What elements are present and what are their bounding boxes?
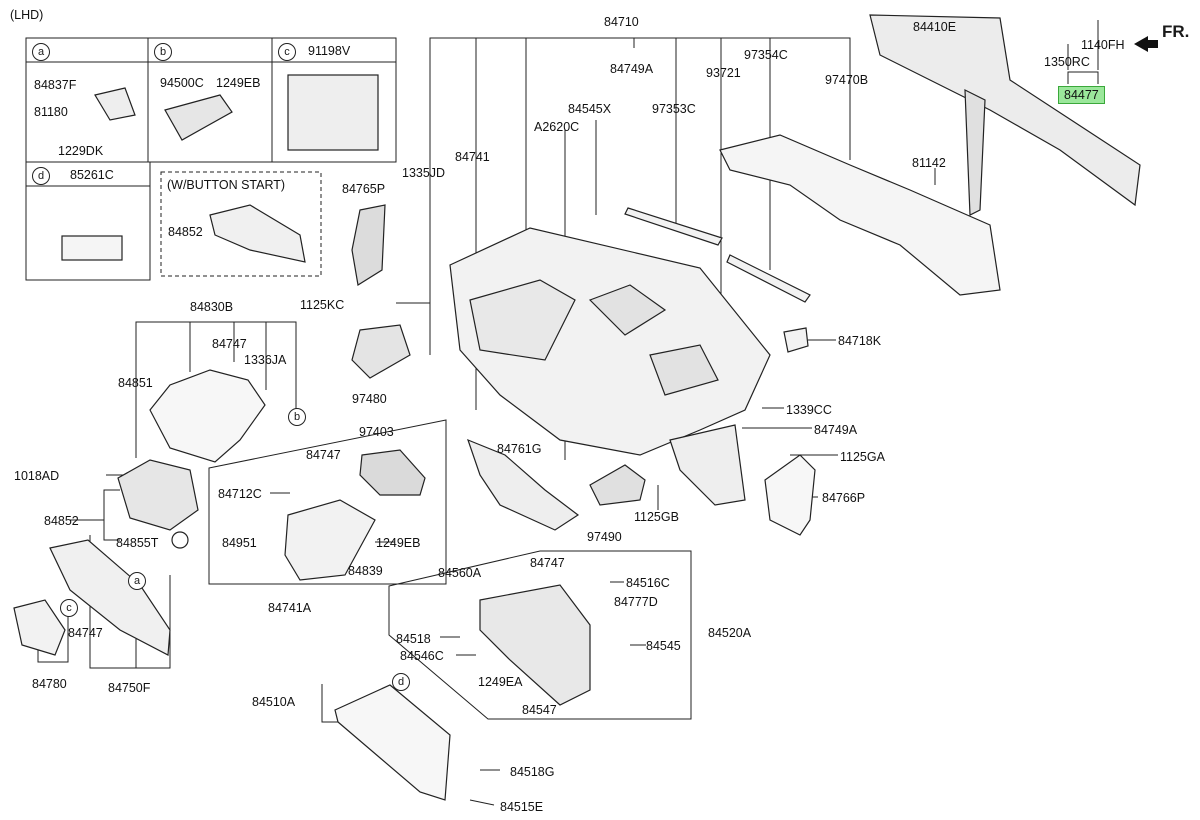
callout-84780[interactable]: 84780 xyxy=(32,677,67,691)
callout-1125KC[interactable]: 1125KC xyxy=(300,298,345,312)
callout-84747-fascia[interactable]: 84747 xyxy=(306,448,341,462)
callout-84718K[interactable]: 84718K xyxy=(838,334,882,348)
callout-84750F[interactable]: 84750F xyxy=(108,681,151,695)
callout-1336JA[interactable]: 1336JA xyxy=(244,353,287,367)
callout-84761G[interactable]: 84761G xyxy=(497,442,542,456)
callout-97490[interactable]: 97490 xyxy=(587,530,622,544)
callout-84747-cluster[interactable]: 84747 xyxy=(212,337,247,351)
callout-1125GB[interactable]: 1125GB xyxy=(634,510,679,524)
legend-c-part[interactable]: 91198V xyxy=(308,44,351,58)
callout-84545X[interactable]: 84545X xyxy=(568,102,612,116)
callout-1339CC[interactable]: 1339CC xyxy=(786,403,832,417)
callout-1140FH[interactable]: 1140FH xyxy=(1081,38,1125,52)
callout-84830B[interactable]: 84830B xyxy=(190,300,234,314)
callout-84515E[interactable]: 84515E xyxy=(500,800,544,814)
legend-a-part-3[interactable]: 1229DK xyxy=(58,144,104,158)
ref-marker-b: b xyxy=(288,408,306,426)
callout-97353C[interactable]: 97353C xyxy=(652,102,696,116)
legend-b-part-1[interactable]: 94500C xyxy=(160,76,204,90)
callout-97480[interactable]: 97480 xyxy=(352,392,387,406)
callout-84951[interactable]: 84951 xyxy=(222,536,257,550)
ref-marker-a: a xyxy=(128,572,146,590)
callout-84741[interactable]: 84741 xyxy=(455,150,490,164)
callout-84765P[interactable]: 84765P xyxy=(342,182,386,196)
front-direction-label: FR. xyxy=(1162,22,1190,41)
callout-84749A-lower[interactable]: 84749A xyxy=(814,423,858,437)
variant-label: (LHD) xyxy=(10,8,44,22)
legend-a-part-2[interactable]: 81180 xyxy=(34,105,68,119)
callout-84749A[interactable]: 84749A xyxy=(610,62,654,76)
callout-A2620C[interactable]: A2620C xyxy=(534,120,580,134)
legend-b-part-2[interactable]: 1249EB xyxy=(216,76,261,90)
callout-97470B[interactable]: 97470B xyxy=(825,73,869,87)
button-start-part[interactable]: 84852 xyxy=(168,225,203,239)
callout-84518[interactable]: 84518 xyxy=(396,632,431,646)
callout-1350RC[interactable]: 1350RC xyxy=(1044,55,1090,69)
callout-84516C[interactable]: 84516C xyxy=(626,576,670,590)
callout-1335JD[interactable]: 1335JD xyxy=(402,166,446,180)
callout-97354C[interactable]: 97354C xyxy=(744,48,788,62)
callout-97403[interactable]: 97403 xyxy=(359,425,394,439)
legend-key-b: b xyxy=(154,43,172,61)
callout-84518G[interactable]: 84518G xyxy=(510,765,555,779)
callout-84747-lowerpanel[interactable]: 84747 xyxy=(68,626,103,640)
button-start-title: (W/BUTTON START) xyxy=(167,178,286,192)
callout-84477-highlighted[interactable]: 84477 xyxy=(1058,86,1105,104)
callout-84839[interactable]: 84839 xyxy=(348,564,383,578)
callout-1018AD[interactable]: 1018AD xyxy=(14,469,60,483)
callout-84545[interactable]: 84545 xyxy=(646,639,681,653)
callout-84547[interactable]: 84547 xyxy=(522,703,557,717)
callout-84851[interactable]: 84851 xyxy=(118,376,153,390)
legend-d-part[interactable]: 85261C xyxy=(70,168,114,182)
callout-1249EA[interactable]: 1249EA xyxy=(478,675,523,689)
legend-a-part-1[interactable]: 84837F xyxy=(34,78,77,92)
callout-84560A[interactable]: 84560A xyxy=(438,566,482,580)
callout-84520A[interactable]: 84520A xyxy=(708,626,752,640)
ref-marker-c: c xyxy=(60,599,78,617)
callout-1249EB[interactable]: 1249EB xyxy=(376,536,421,550)
callout-84546C[interactable]: 84546C xyxy=(400,649,444,663)
callout-81142[interactable]: 81142 xyxy=(912,156,946,170)
callout-1125GA[interactable]: 1125GA xyxy=(840,450,885,464)
callout-84766P[interactable]: 84766P xyxy=(822,491,866,505)
callout-84712C[interactable]: 84712C xyxy=(218,487,262,501)
callout-84852[interactable]: 84852 xyxy=(44,514,79,528)
legend-key-a: a xyxy=(32,43,50,61)
callout-84510A[interactable]: 84510A xyxy=(252,695,296,709)
callout-84855T[interactable]: 84855T xyxy=(116,536,159,550)
legend-key-d: d xyxy=(32,167,50,185)
callout-84741A[interactable]: 84741A xyxy=(268,601,312,615)
callout-84747-glovebox[interactable]: 84747 xyxy=(530,556,565,570)
ref-marker-d: d xyxy=(392,673,410,691)
legend-key-c: c xyxy=(278,43,296,61)
callout-84777D[interactable]: 84777D xyxy=(614,595,658,609)
callout-84710[interactable]: 84710 xyxy=(604,15,639,29)
callout-93721[interactable]: 93721 xyxy=(706,66,741,80)
callout-84410E[interactable]: 84410E xyxy=(913,20,957,34)
